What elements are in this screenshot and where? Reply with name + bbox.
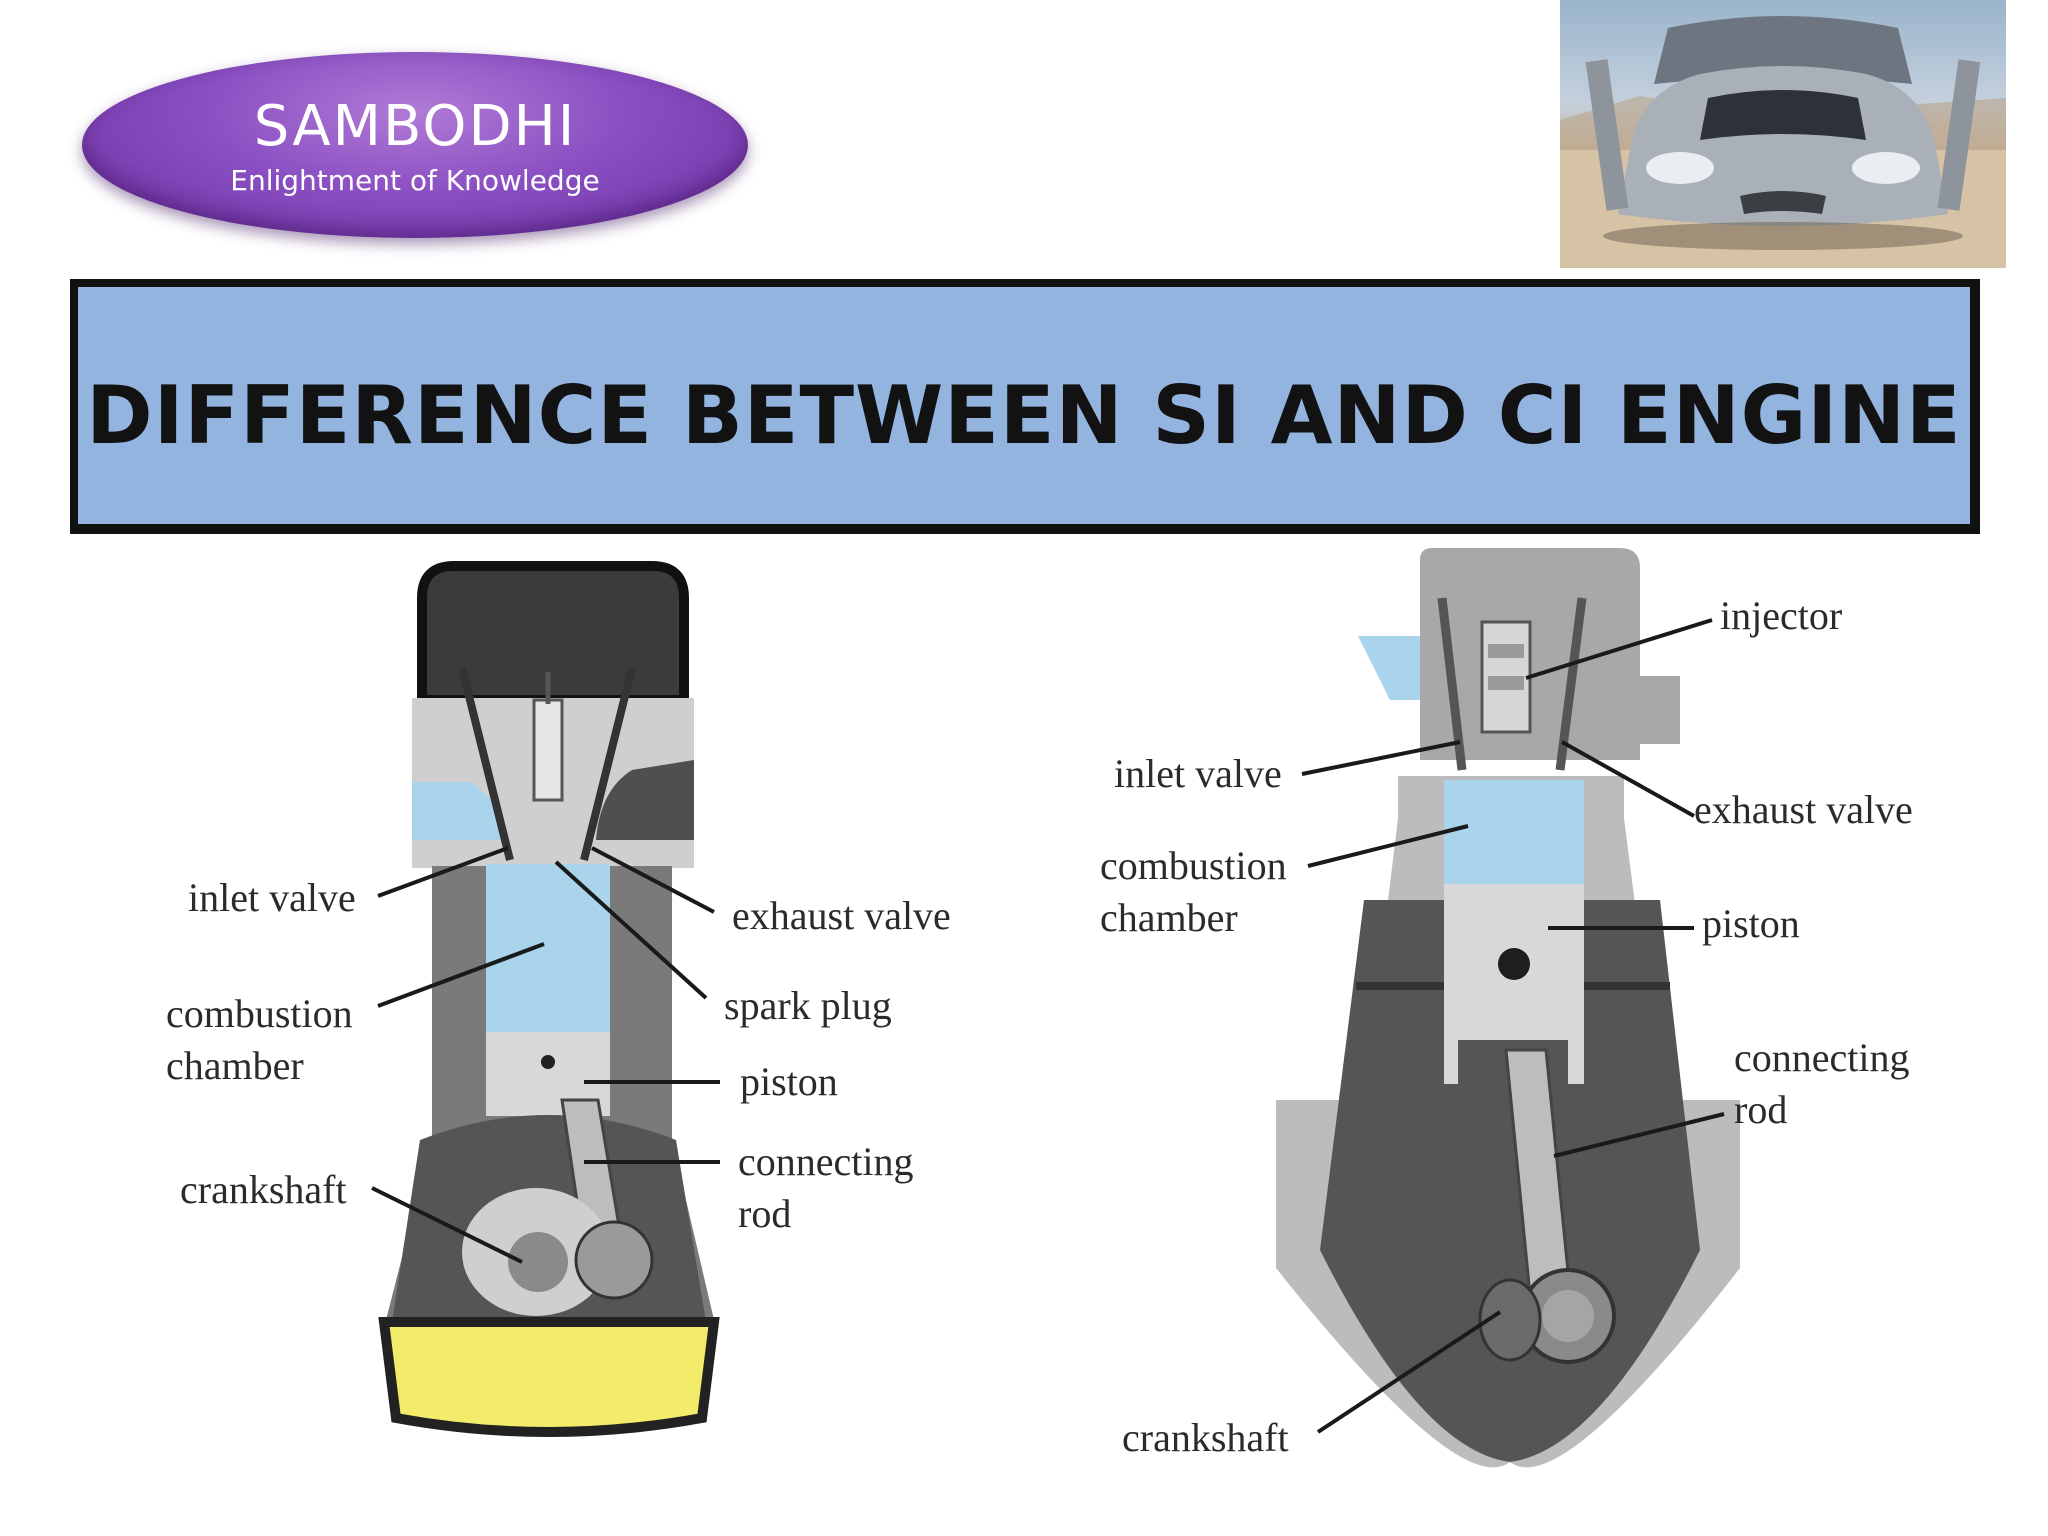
ci-inlet-valve-label: inlet valve <box>1114 751 1282 796</box>
ci-piston-label: piston <box>1702 901 1800 946</box>
si-exhaust-valve-label: exhaust valve <box>732 893 951 938</box>
ci-exhaust-valve-label: exhaust valve <box>1694 787 1913 832</box>
title-banner: DIFFERENCE BETWEEN SI AND CI ENGINE <box>70 279 1980 534</box>
si-connecting-rod-label-line1: connecting <box>738 1139 914 1184</box>
page-title: DIFFERENCE BETWEEN SI AND CI ENGINE <box>86 369 1962 462</box>
car-icon <box>1560 16 2006 268</box>
si-crankshaft-label: crankshaft <box>180 1167 347 1212</box>
ci-connecting-rod-label-line1: connecting <box>1734 1035 1910 1080</box>
si-spark-plug-label: spark plug <box>724 983 892 1028</box>
si-combustion-label-line1: combustion <box>166 991 353 1036</box>
si-connecting-rod-label-line2: rod <box>738 1191 792 1236</box>
logo-title: SAMBODHI <box>253 94 577 159</box>
ci-crankshaft-label: crankshaft <box>1122 1415 1289 1460</box>
si-piston-label: piston <box>740 1059 838 1104</box>
ci-combustion-label-line2: chamber <box>1100 895 1238 940</box>
si-inlet-valve-label: inlet valve <box>188 875 356 920</box>
car-photo <box>1560 0 2006 268</box>
logo-subtitle: Enlightment of Knowledge <box>230 164 600 197</box>
sambodhi-logo: SAMBODHI Enlightment of Knowledge <box>82 52 748 238</box>
ci-engine-drawing <box>1276 548 1740 1468</box>
ci-injector-label: injector <box>1720 593 1843 638</box>
si-combustion-label-line2: chamber <box>166 1043 304 1088</box>
si-engine-drawing <box>371 561 720 1437</box>
ci-connecting-rod-label-line2: rod <box>1734 1087 1788 1132</box>
ci-combustion-label-line1: combustion <box>1100 843 1287 888</box>
